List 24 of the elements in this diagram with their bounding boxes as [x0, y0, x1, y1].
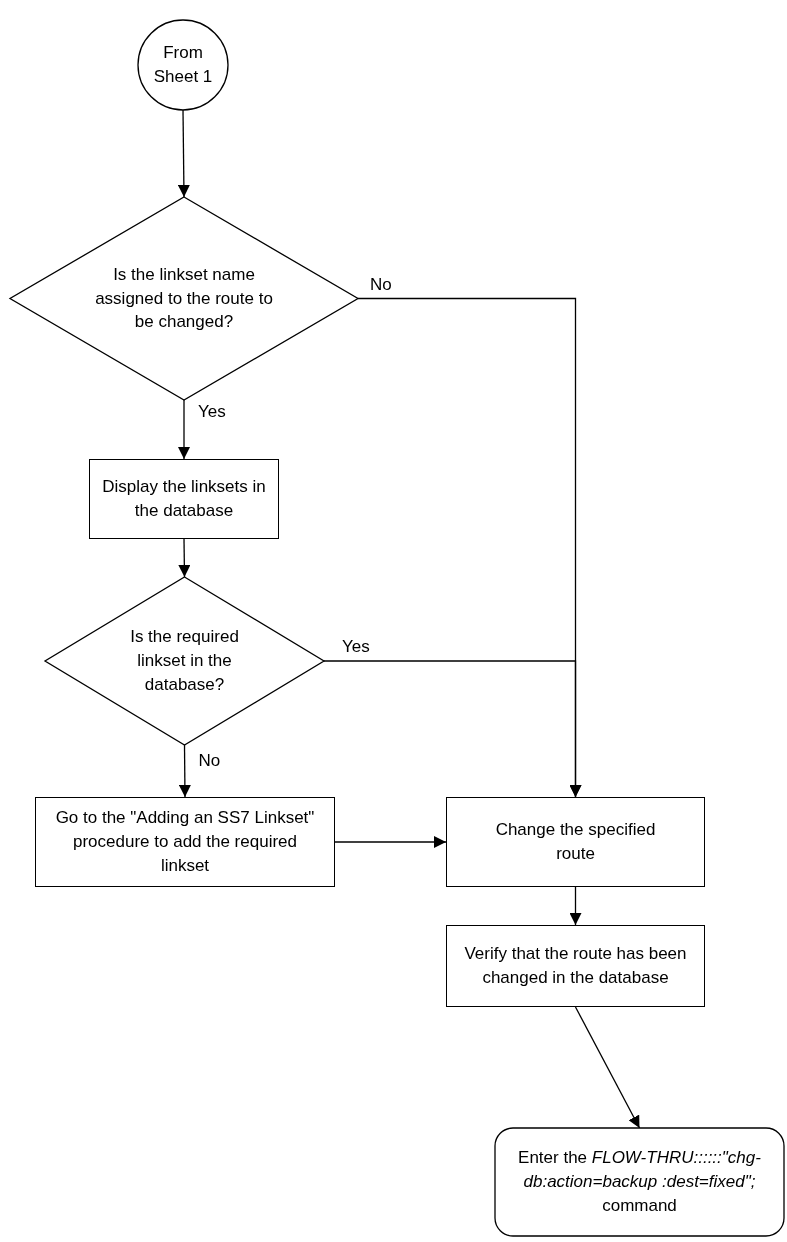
process-box	[35, 797, 335, 887]
terminal-box	[495, 1128, 784, 1236]
node-label: Is the linkset name assigned to the route to be changed?	[94, 263, 274, 334]
arrow	[178, 744, 191, 798]
node-label: From Sheet 1	[152, 42, 214, 88]
decision-diamond	[45, 577, 324, 745]
process-box	[446, 925, 705, 1007]
arrow	[178, 399, 190, 460]
decision-diamond	[10, 197, 358, 400]
start-circle	[138, 20, 228, 110]
arrow	[323, 660, 582, 798]
node-label: Change the specified route	[494, 819, 657, 865]
process-box	[89, 459, 279, 539]
node-label: Enter the FLOW-THRU::::::"chg-db:action=backup :dest=fixed"; command	[517, 1147, 762, 1217]
node-label: Display the linksets in the database	[101, 476, 267, 522]
arrow	[569, 886, 582, 926]
node-label: Verify that the route has been changed in the database	[463, 943, 688, 989]
arrow	[177, 109, 190, 198]
node-label: Go to the "Adding an SS7 Linkset" procedure to add the required linkset	[54, 807, 316, 877]
arrow	[334, 836, 447, 848]
process-box	[446, 797, 705, 887]
arrow	[574, 1006, 641, 1129]
arrow	[178, 538, 191, 578]
node-label: Is the required linkset in the database?	[129, 626, 240, 696]
